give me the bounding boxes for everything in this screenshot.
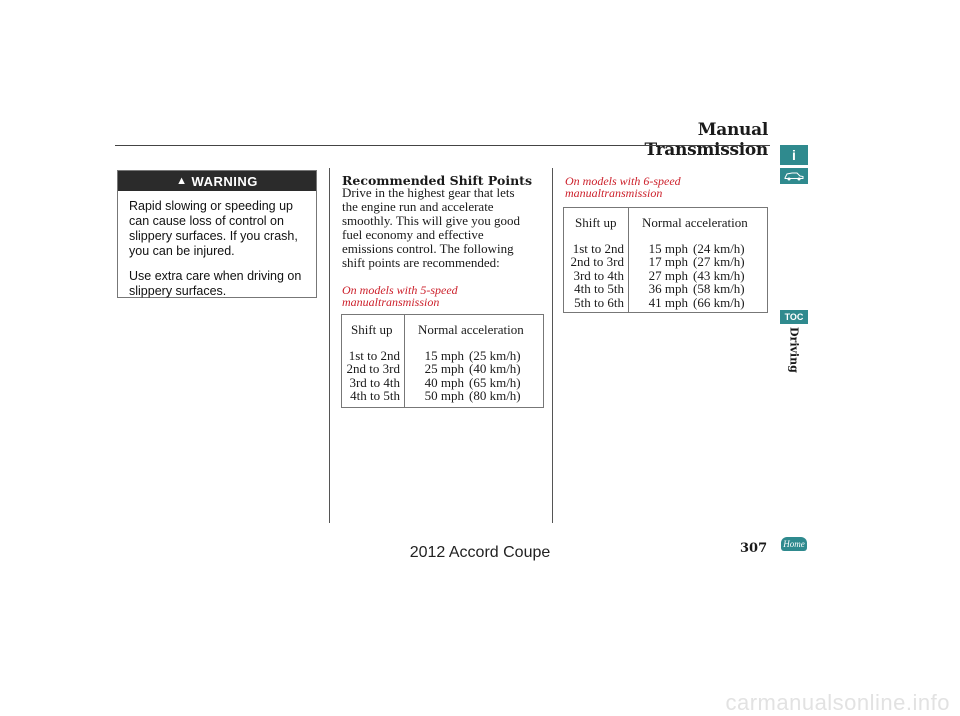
gear-column: 1st to 2nd 2nd to 3rd 3rd to 4th 4th to …: [564, 242, 624, 309]
table-cell: 41 mph: [648, 294, 688, 310]
gear-column: 1st to 2nd 2nd to 3rd 3rd to 4th 4th to …: [342, 349, 400, 403]
car-icon: [784, 172, 804, 181]
header-divider: [115, 145, 770, 146]
table-cell: 2nd to 3rd: [346, 361, 400, 377]
table-cell: 1st to 2nd: [348, 348, 400, 363]
table-cell: 25 mph: [424, 361, 464, 377]
page-number: 307: [740, 541, 768, 556]
table-cell: 40 mph: [424, 374, 464, 390]
six-speed-shift-table: Shift up Normal acceleration 1st to 2nd …: [563, 207, 768, 313]
mph-column: 15 mph 17 mph 27 mph 36 mph 41 mph: [630, 242, 688, 309]
info-icon[interactable]: i: [780, 145, 808, 165]
col-header-normal-acceleration: Normal acceleration: [642, 215, 748, 230]
warning-paragraph: Use extra care when driving on slippery …: [129, 269, 302, 298]
section-body: Drive in the highest gear that lets the …: [342, 185, 521, 270]
five-speed-shift-table: Shift up Normal acceleration 1st to 2nd …: [341, 314, 544, 408]
table-cell: 4th to 5th: [574, 281, 624, 297]
table-cell: (66 km/h): [693, 294, 745, 310]
table-cell: (27 km/h): [693, 254, 745, 270]
warning-body: Rapid slowing or speeding up can cause l…: [129, 199, 314, 309]
table-cell: 17 mph: [648, 254, 688, 270]
col-header-normal-acceleration: Normal acceleration: [418, 322, 524, 337]
note-line: On models with 5-speed: [342, 283, 458, 297]
table-cell: (24 km/h): [693, 241, 745, 256]
warning-box: ▲ WARNING Rapid slowing or speeding up c…: [117, 170, 317, 298]
table-cell: 27 mph: [648, 267, 688, 283]
table-cell: (80 km/h): [469, 388, 521, 404]
home-button[interactable]: Home: [781, 537, 807, 551]
kmh-column: (25 km/h) (40 km/h) (65 km/h) (80 km/h): [469, 349, 521, 403]
warning-header: ▲ WARNING: [118, 171, 316, 191]
table-cell: (40 km/h): [469, 361, 521, 377]
note-line: manualtransmission: [342, 295, 440, 309]
table-cell: 36 mph: [648, 281, 688, 297]
toc-button[interactable]: TOC: [780, 310, 808, 324]
table-cell: 3rd to 4th: [349, 374, 400, 390]
table-cell: 15 mph: [648, 241, 688, 256]
document-title: 2012 Accord Coupe: [409, 544, 551, 561]
column-divider: [552, 168, 553, 523]
table-cell: 2nd to 3rd: [570, 254, 624, 270]
table-cell: (65 km/h): [469, 374, 521, 390]
kmh-column: (24 km/h) (27 km/h) (43 km/h) (58 km/h) …: [693, 242, 745, 309]
warning-label: WARNING: [191, 173, 258, 189]
table-cell: 4th to 5th: [350, 388, 400, 404]
column-divider: [329, 168, 330, 523]
watermark: carmanualsonline.info: [725, 690, 950, 715]
table-cell: (43 km/h): [693, 267, 745, 283]
table-cell: 50 mph: [424, 388, 464, 404]
five-speed-note: On models with 5-speed manualtransmissio…: [342, 284, 458, 308]
warning-paragraph: Rapid slowing or speeding up can cause l…: [129, 199, 298, 258]
table-cell: 15 mph: [424, 348, 464, 363]
page-title: Manual Transmission: [644, 120, 769, 160]
warning-triangle-icon: ▲: [176, 175, 188, 187]
col-header-shift-up: Shift up: [351, 322, 393, 337]
six-speed-note: On models with 6-speed manualtransmissio…: [565, 175, 681, 199]
section-tab-driving[interactable]: Driving: [787, 327, 801, 373]
col-header-shift-up: Shift up: [575, 215, 617, 230]
table-cell: 5th to 6th: [574, 294, 624, 310]
car-icon[interactable]: [780, 168, 808, 184]
section-heading: Recommended Shift Points: [342, 173, 532, 188]
table-cell: (25 km/h): [469, 348, 521, 363]
table-cell: 1st to 2nd: [572, 241, 624, 256]
table-cell: 3rd to 4th: [573, 267, 624, 283]
note-line: On models with 6-speed: [565, 174, 681, 188]
note-line: manualtransmission: [565, 186, 663, 200]
table-cell: (58 km/h): [693, 281, 745, 297]
mph-column: 15 mph 25 mph 40 mph 50 mph: [406, 349, 464, 403]
